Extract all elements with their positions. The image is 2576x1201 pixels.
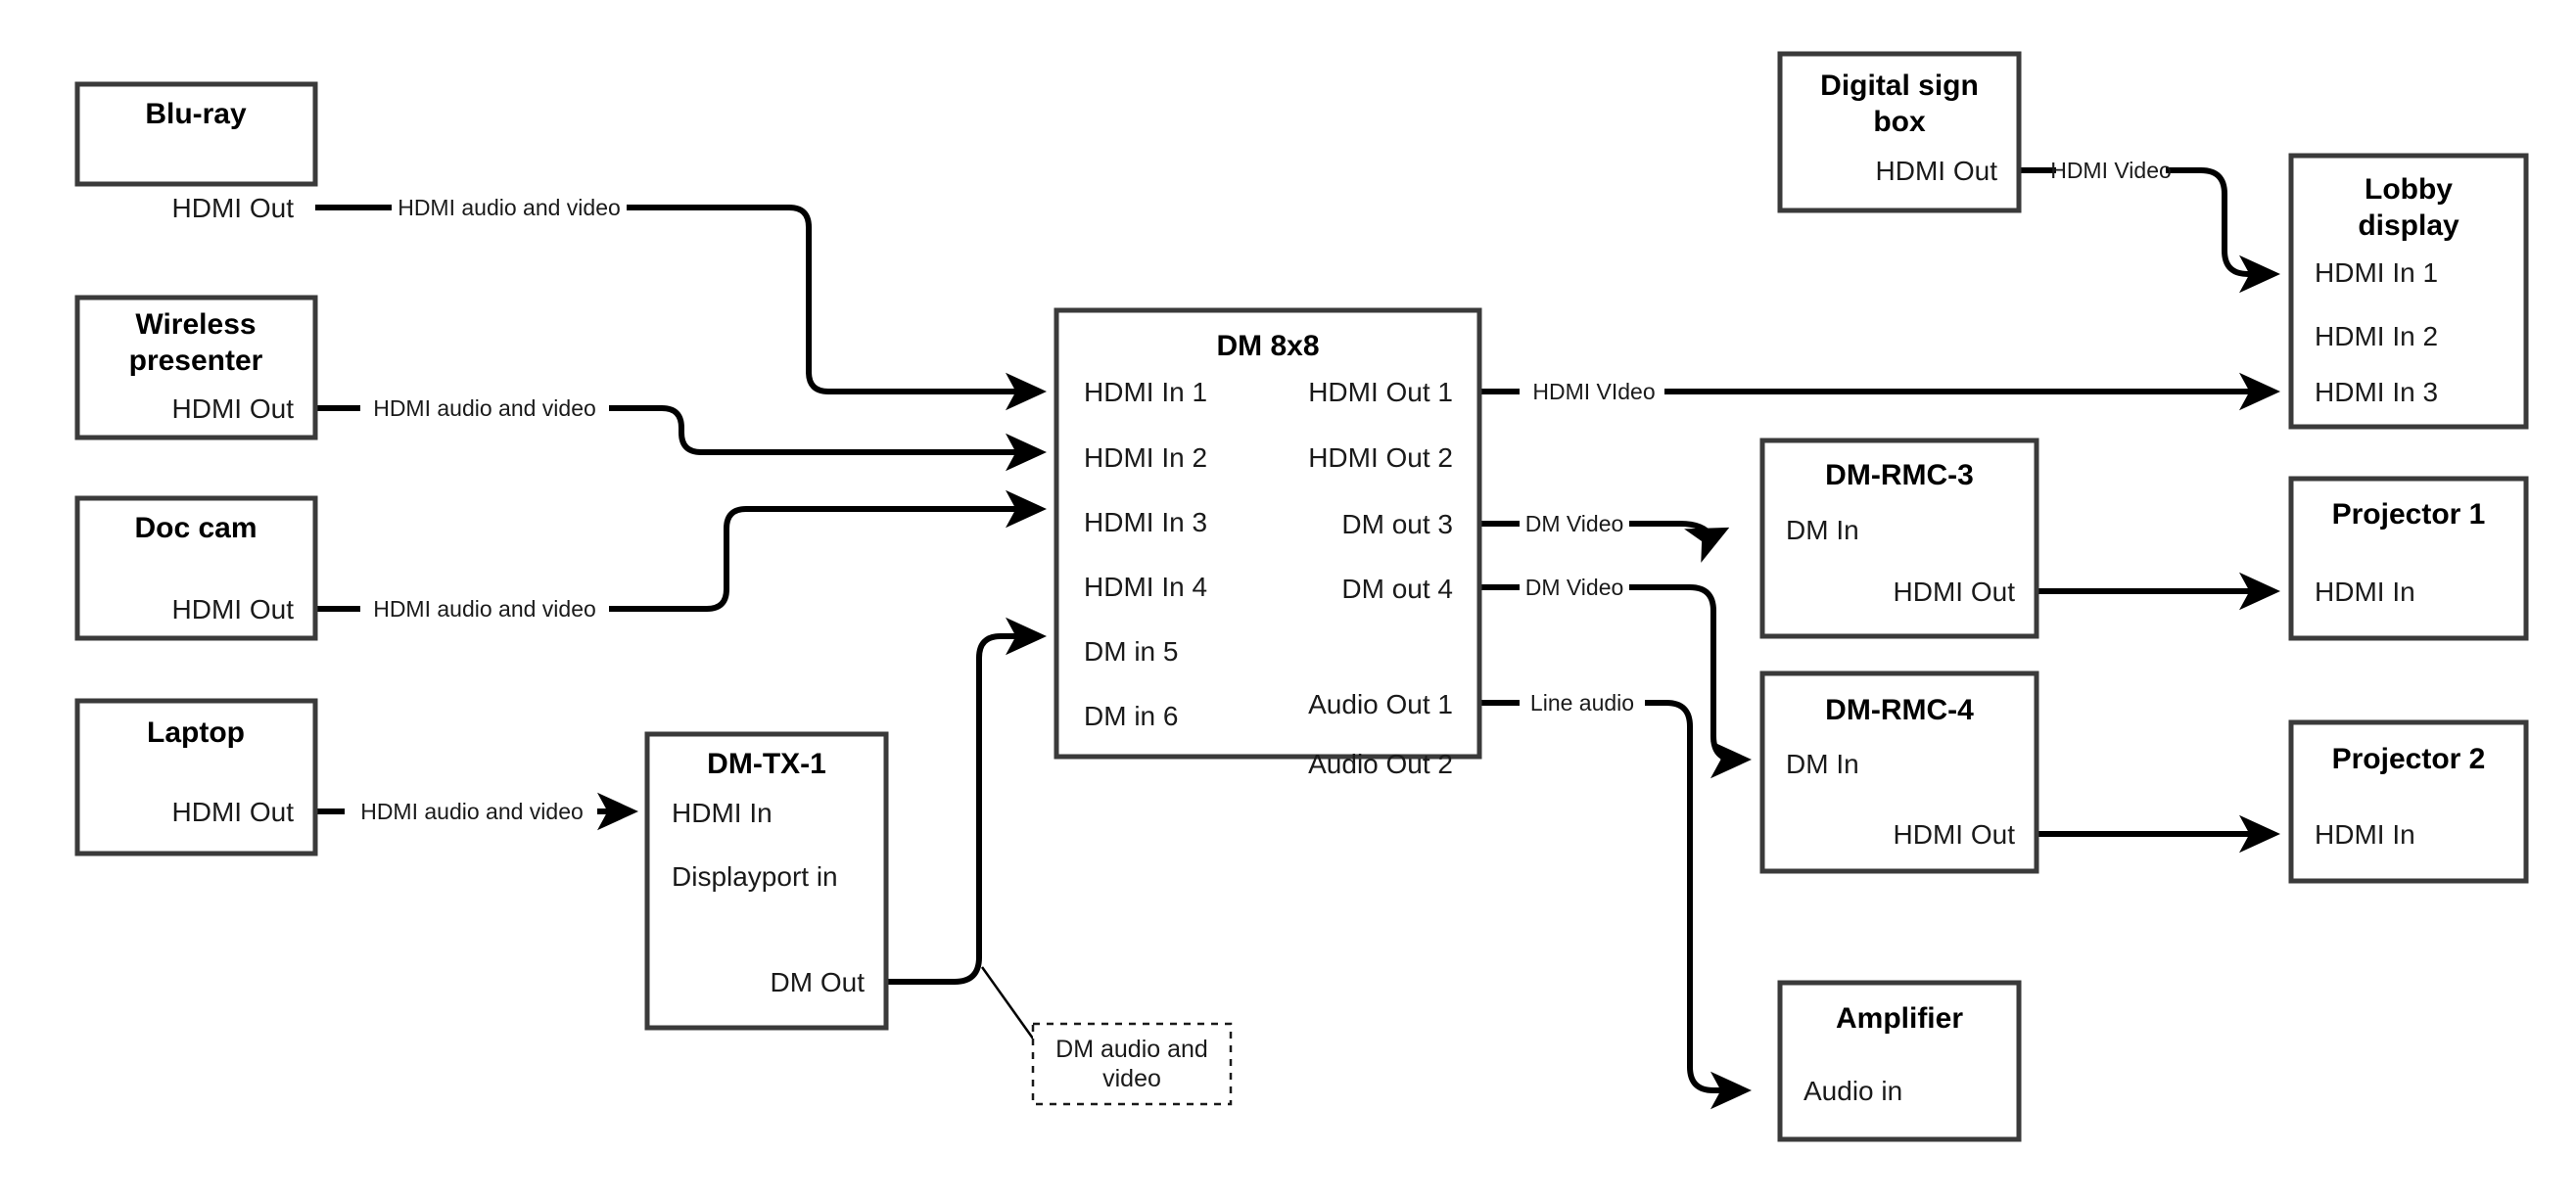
- device-box-laptop[interactable]: Laptop HDMI Out: [74, 698, 318, 856]
- connection-signbox-to-lobby-in1: HDMI Video: [2019, 158, 2280, 294]
- port-hdmi-out[interactable]: HDMI Out: [172, 594, 295, 624]
- box-title-line1: Digital sign: [1820, 69, 1979, 102]
- port-audio-in[interactable]: Audio in: [1803, 1076, 1902, 1106]
- port-hdmi-in-3[interactable]: HDMI In 3: [2315, 377, 2438, 407]
- device-box-digital-sign-box[interactable]: Digital sign box HDMI Out: [1777, 51, 2022, 213]
- connection-label: HDMI audio and video: [360, 799, 584, 824]
- box-title: Doc cam: [134, 512, 257, 544]
- port-hdmi-out[interactable]: HDMI Out: [1876, 156, 1998, 186]
- device-box-lobby-display[interactable]: Lobby display HDMI In 1 HDMI In 2 HDMI I…: [2288, 153, 2529, 430]
- port-dm-in[interactable]: DM In: [1786, 749, 1859, 779]
- connection-dm-out4-to-rmc4: DM Video: [1479, 575, 1752, 779]
- box-title: DM-RMC-3: [1825, 459, 1974, 491]
- port-audio-out-2[interactable]: Audio Out 2: [1308, 749, 1453, 779]
- box-title: Amplifier: [1836, 1002, 1963, 1035]
- box-title: DM-RMC-4: [1825, 694, 1974, 726]
- box-title: Projector 1: [2332, 498, 2486, 531]
- box-title-line1: Lobby: [2365, 173, 2453, 206]
- connection-laptop-to-dmtx1: HDMI audio and video: [315, 792, 638, 831]
- device-box-wireless-presenter[interactable]: Wireless presenter HDMI Out: [74, 295, 318, 440]
- device-box-doc-cam[interactable]: Doc cam HDMI Out: [74, 495, 318, 641]
- port-hdmi-out[interactable]: HDMI Out: [1894, 819, 2016, 850]
- port-hdmi-in[interactable]: HDMI In: [2315, 819, 2415, 850]
- connection-dm-out1-to-lobby-in3: HDMI VIdeo: [1479, 372, 2280, 411]
- port-hdmi-in-4[interactable]: HDMI In 4: [1084, 572, 1207, 602]
- connection-doccam-to-dm-in3: HDMI audio and video: [315, 489, 1047, 622]
- port-dm-in-6[interactable]: DM in 6: [1084, 701, 1178, 731]
- box-title-line2: display: [2358, 209, 2459, 242]
- connection-bluray-to-dm-in1: HDMI audio and video: [315, 195, 1047, 411]
- port-hdmi-in-2[interactable]: HDMI In 2: [2315, 321, 2438, 351]
- port-hdmi-out[interactable]: HDMI Out: [1894, 577, 2016, 607]
- connection-dm-audio1-to-amp: Line audio: [1479, 690, 1752, 1110]
- port-hdmi-in-3[interactable]: HDMI In 3: [1084, 507, 1207, 537]
- callout-text-line2: video: [1102, 1065, 1161, 1092]
- port-audio-out-1[interactable]: Audio Out 1: [1308, 689, 1453, 719]
- box-title: Projector 2: [2332, 743, 2486, 775]
- callout-dm-audio-and-video: DM audio and video: [1031, 1022, 1233, 1106]
- connection-label: Line audio: [1530, 690, 1634, 716]
- device-box-dm-rmc-3[interactable]: DM-RMC-3 DM In HDMI Out: [1759, 438, 2039, 639]
- connection-label: HDMI audio and video: [373, 395, 596, 421]
- box-title: DM 8x8: [1216, 330, 1319, 362]
- device-box-amplifier[interactable]: Amplifier Audio in: [1777, 980, 2022, 1142]
- connection-dm-out3-to-rmc3: DM Video: [1479, 511, 1730, 563]
- box-title-line2: presenter: [129, 345, 263, 377]
- port-dm-out-3[interactable]: DM out 3: [1341, 509, 1453, 539]
- port-hdmi-in[interactable]: HDMI In: [672, 798, 773, 828]
- device-box-dm-rmc-4[interactable]: DM-RMC-4 DM In HDMI Out: [1759, 670, 2039, 874]
- box-title: Blu-ray: [145, 98, 247, 130]
- device-box-dm-tx-1[interactable]: DM-TX-1 HDMI In Displayport in DM Out: [644, 731, 889, 1031]
- port-dm-out[interactable]: DM Out: [771, 967, 866, 997]
- box-title: DM-TX-1: [707, 748, 826, 780]
- port-hdmi-out[interactable]: HDMI Out: [172, 393, 295, 424]
- box-title: Laptop: [147, 716, 245, 749]
- port-hdmi-in-2[interactable]: HDMI In 2: [1084, 442, 1207, 473]
- device-box-bluray[interactable]: Blu-ray HDMI Out: [74, 81, 318, 223]
- port-hdmi-out[interactable]: HDMI Out: [172, 797, 295, 827]
- device-box-projector-2[interactable]: Projector 2 HDMI In: [2288, 719, 2529, 884]
- port-hdmi-out-2[interactable]: HDMI Out 2: [1308, 442, 1453, 473]
- port-hdmi-in-1[interactable]: HDMI In 1: [2315, 257, 2438, 288]
- port-displayport-in[interactable]: Displayport in: [672, 861, 838, 892]
- connection-label: HDMI Video: [2050, 158, 2172, 183]
- connection-label: DM Video: [1525, 511, 1624, 536]
- port-hdmi-in-1[interactable]: HDMI In 1: [1084, 377, 1207, 407]
- port-hdmi-out[interactable]: HDMI Out: [172, 193, 295, 223]
- connection-dmtx1-to-dm-in5: [886, 617, 1050, 1060]
- port-dm-in[interactable]: DM In: [1786, 515, 1859, 545]
- device-box-dm-8x8[interactable]: DM 8x8 HDMI In 1 HDMI In 2 HDMI In 3 HDM…: [1054, 307, 1482, 779]
- connection-label: HDMI audio and video: [398, 195, 621, 220]
- box-title-line2: box: [1873, 106, 1926, 138]
- port-dm-in-5[interactable]: DM in 5: [1084, 636, 1178, 667]
- connection-wireless-to-dm-in2: HDMI audio and video: [315, 395, 1047, 472]
- device-box-projector-1[interactable]: Projector 1 HDMI In: [2288, 476, 2529, 641]
- port-hdmi-out-1[interactable]: HDMI Out 1: [1308, 377, 1453, 407]
- box-title-line1: Wireless: [135, 308, 256, 341]
- connection-label: HDMI audio and video: [373, 596, 596, 622]
- port-dm-out-4[interactable]: DM out 4: [1341, 574, 1453, 604]
- connection-label: DM Video: [1525, 575, 1624, 600]
- connection-label: HDMI VIdeo: [1532, 379, 1655, 404]
- port-hdmi-in[interactable]: HDMI In: [2315, 577, 2415, 607]
- callout-text-line1: DM audio and: [1055, 1036, 1208, 1063]
